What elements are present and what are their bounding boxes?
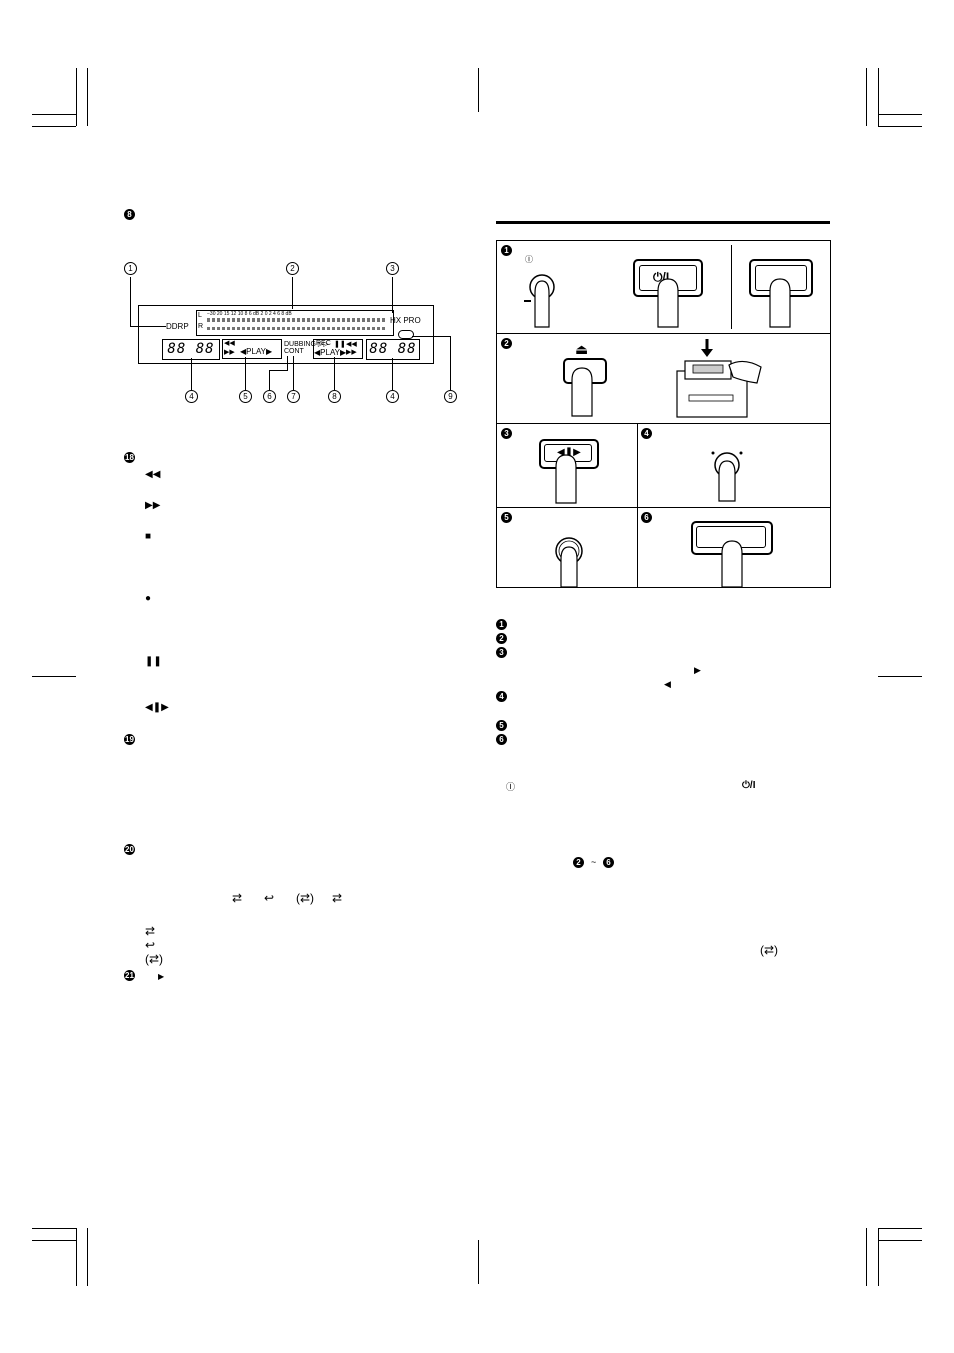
note-power-mark: Ⓘ (506, 782, 516, 792)
label-7: 7 (287, 390, 300, 403)
hx-pro-indicator: HX PRO (390, 316, 421, 325)
mode-symbol-4: ⇄ (332, 891, 343, 905)
list-step-5: 5 (496, 720, 507, 731)
play-small-symbol: ▶ (158, 972, 165, 981)
list-step-4: 4 (496, 691, 507, 702)
item-18-number: 18 (124, 452, 135, 463)
main-switch-press-icon (524, 274, 555, 328)
level-meter (196, 310, 394, 336)
item-19-number: 19 (124, 734, 135, 745)
play-button-label: ◀❚▶ (557, 447, 581, 458)
record-symbol: ● (145, 593, 152, 604)
deck-b-play: ◀PLAY▶ (314, 348, 347, 357)
step-2-number: 2 (501, 338, 512, 349)
counter-left: 88 88 (162, 339, 220, 360)
section-rule (496, 221, 830, 224)
finger-icon-3 (571, 367, 593, 417)
repeat-mode-symbol: (⇄) (760, 943, 779, 957)
deck-b-ff: ▶▶ (346, 349, 357, 356)
meter-bar-l (207, 318, 387, 322)
label-9: 9 (444, 390, 457, 403)
finger-icon-2 (769, 278, 791, 328)
deck-a-ff: ▶▶ (224, 349, 235, 356)
mode-symbol-1: ⇄ (232, 891, 243, 905)
pause-symbol: ❚❚ (145, 656, 162, 667)
meter-bar-r (207, 327, 387, 330)
label-8: 8 (328, 390, 341, 403)
steps-illustration: 1 Ⓘ ⏻/I 2 ⏏ 3 ◀❚▶ 4 (496, 240, 831, 588)
eject-symbol: ⏏ (575, 341, 589, 357)
step-3-number: 3 (501, 428, 512, 439)
list-step-3: 3 (496, 647, 507, 658)
meter-scale: −30 20 15 12 10 8 6 dB 2 0 2 4 6 8 dB (207, 311, 292, 317)
stop-symbol: ■ (145, 531, 152, 542)
ref-step-2: 2 (573, 857, 584, 868)
item-21-number: 21 (124, 970, 135, 981)
list-step-2: 2 (496, 633, 507, 644)
label-3: 3 (386, 262, 399, 275)
channel-r: R (198, 323, 204, 330)
finger-icon-1 (657, 278, 679, 328)
item-20-number: 20 (124, 844, 135, 855)
deck-b-box (313, 339, 363, 359)
display-panel (138, 305, 434, 364)
list-step-6: 6 (496, 734, 507, 745)
round-button-press-icon (555, 537, 583, 587)
section-number-8: 8 (124, 209, 135, 220)
step-1-number: 1 (501, 245, 512, 256)
label-2: 2 (286, 262, 299, 275)
rewind-symbol: ◀◀ (145, 469, 161, 480)
step-4-number: 4 (641, 428, 652, 439)
deck-a-play: ◀PLAY▶ (240, 347, 273, 356)
channel-l: L (198, 312, 202, 319)
step-5-number: 5 (501, 512, 512, 523)
play-symbol: ◀❚▶ (145, 702, 169, 713)
deck-b-rec: REC (316, 340, 331, 347)
power-mark: Ⓘ (525, 255, 533, 264)
fast-forward-symbol: ▶▶ (145, 500, 161, 511)
mode-symbol-2: ↩ (264, 891, 275, 905)
play-reverse-symbol: ◀ (664, 679, 671, 689)
label-6: 6 (263, 390, 276, 403)
deck-a-box (222, 339, 282, 359)
repeat-indicator (398, 330, 414, 339)
cassette-insert-icon (676, 339, 762, 418)
finger-icon-5 (721, 540, 743, 587)
finger-icon-4 (555, 454, 577, 504)
list-step-1: 1 (496, 619, 507, 630)
label-5: 5 (239, 390, 252, 403)
deck-a-rew: ◀◀ (224, 340, 235, 347)
ref-range-tilde: ~ (591, 857, 597, 867)
play-forward-symbol: ▶ (694, 665, 701, 675)
label-1: 1 (124, 262, 137, 275)
label-4-left: 4 (185, 390, 198, 403)
counter-right: 88 88 (366, 339, 420, 360)
list-mode-1: ⇄ (145, 924, 156, 938)
step-6-number: 6 (641, 512, 652, 523)
cont-indicator: CONT (284, 348, 304, 355)
ref-step-6: 6 (603, 857, 614, 868)
deck-b-pause: ❚❚ (334, 341, 346, 348)
dubbing-indicator: DUBBING ▷▷ (284, 341, 329, 348)
label-4-right: 4 (386, 390, 399, 403)
ddrp-indicator: DDRP (166, 322, 189, 331)
note-power-button: ⏻/I (742, 780, 756, 791)
list-mode-3: (⇄) (145, 952, 164, 966)
volume-knob-icon (711, 451, 743, 502)
mode-symbol-3: (⇄) (296, 891, 315, 905)
list-mode-2: ↩ (145, 938, 156, 952)
deck-b-rew: ◀◀ (346, 341, 357, 348)
